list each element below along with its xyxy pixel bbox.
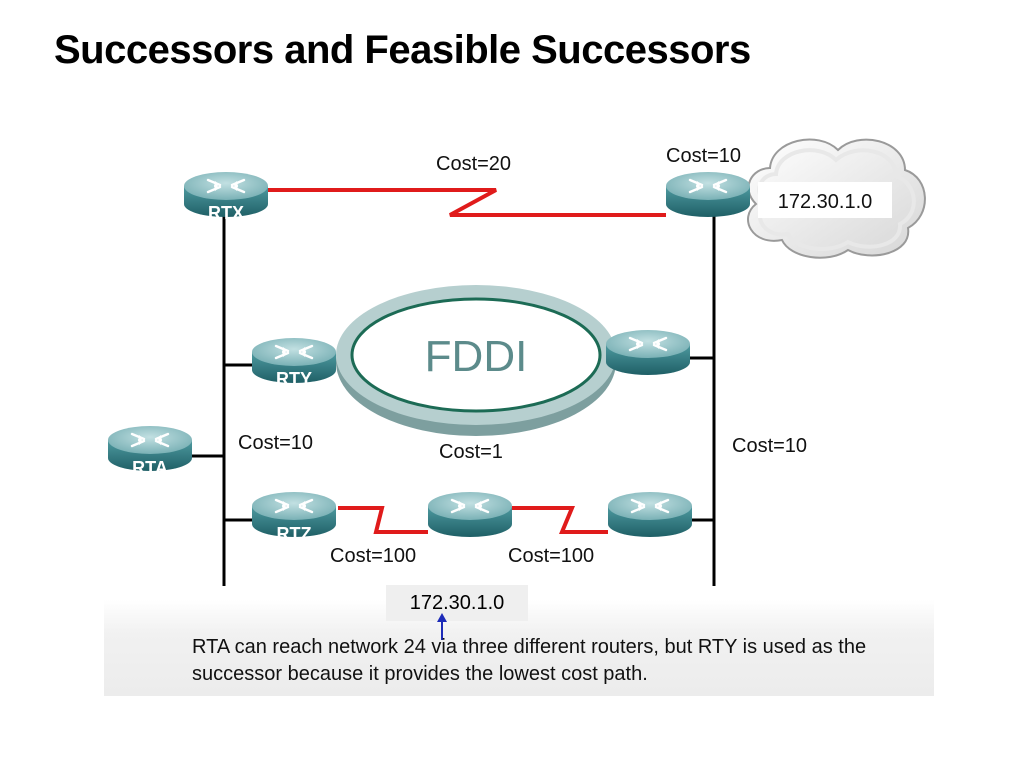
router-icon xyxy=(426,490,514,539)
router-bottom-right[interactable] xyxy=(606,490,694,539)
router-rtx[interactable]: RTX xyxy=(182,170,270,223)
serial-link-bottom-right xyxy=(512,506,608,534)
serial-link-bottom-left xyxy=(338,506,428,534)
router-rta[interactable]: RTA xyxy=(106,424,194,478)
router-rty[interactable]: RTY xyxy=(250,336,338,389)
router-icon xyxy=(606,490,694,539)
router-icon xyxy=(664,170,752,219)
fddi-label: FDDI xyxy=(425,332,528,381)
caption-text: RTA can reach network 24 via three diffe… xyxy=(192,636,867,685)
cost-serial-bottom-left: Cost=100 xyxy=(330,545,416,567)
router-rta-label: RTA xyxy=(132,458,168,478)
pointer-arrow-icon xyxy=(437,613,447,640)
destination-network-label: 172.30.1.0 xyxy=(386,585,528,621)
serial-link-top xyxy=(268,188,666,217)
router-rty-label: RTY xyxy=(276,369,312,389)
router-rtz-label: RTZ xyxy=(277,524,312,544)
cost-right-segment: Cost=10 xyxy=(732,435,807,457)
router-fddi-right[interactable] xyxy=(604,328,692,377)
router-top-right[interactable] xyxy=(664,170,752,219)
router-icon xyxy=(604,328,692,377)
cost-top-right: Cost=10 xyxy=(666,145,741,167)
router-bottom-middle[interactable] xyxy=(426,490,514,539)
cost-left-segment: Cost=10 xyxy=(238,432,313,454)
page-title: Successors and Feasible Successors xyxy=(54,28,751,72)
cloud-network-label: 172.30.1.0 xyxy=(778,191,873,213)
cost-serial-bottom-right: Cost=100 xyxy=(508,545,594,567)
network-label-box xyxy=(758,182,892,218)
router-rtx-label: RTX xyxy=(208,203,244,223)
fddi-ring-icon xyxy=(336,285,616,436)
router-rtz[interactable]: RTZ xyxy=(250,490,338,544)
cost-serial-top: Cost=20 xyxy=(436,153,511,175)
cost-fddi: Cost=1 xyxy=(439,441,503,463)
